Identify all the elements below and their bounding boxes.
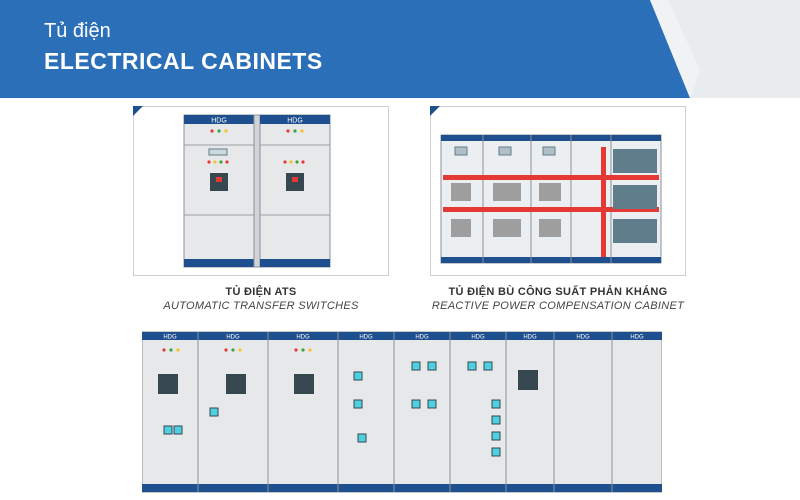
frame-corner-mark [430, 106, 440, 116]
distribution-cabinets-drawing: HDG HDG HDG HDG HDG HDG HDG HDG HDG [141, 331, 663, 493]
banner-shape [0, 0, 800, 98]
brand-label: HDG [359, 335, 373, 341]
brand-label: HDG [287, 118, 303, 125]
compensation-title-en: REACTIVE POWER COMPENSATION CABINET [431, 300, 685, 312]
compensation-title-vn: TỦ ĐIỆN BÙ CÔNG SUẤT PHẢN KHÁNG [448, 286, 668, 298]
distribution-cabinets-image: HDG HDG HDG HDG HDG HDG HDG HDG HDG [141, 324, 663, 494]
brand-label: HDG [576, 335, 590, 341]
compensation-cabinet-drawing [440, 134, 662, 264]
brand-label: HDG [630, 335, 644, 341]
brand-label: HDG [296, 335, 310, 341]
brand-label: HDG [211, 118, 227, 125]
brand-label: HDG [163, 335, 177, 341]
page-title-en: ELECTRICAL CABINETS [44, 48, 323, 74]
compensation-caption: TỦ ĐIỆN BÙ CÔNG SUẤT PHẢN KHÁNG REACTIVE… [420, 286, 696, 312]
frame-corner-mark [133, 106, 143, 116]
ats-title-vn: TỦ ĐIỆN ATS [225, 286, 297, 298]
ats-cabinet-drawing: HDG HDG [183, 114, 331, 268]
brand-label: HDG [226, 335, 240, 341]
ats-caption: TỦ ĐIỆN ATS AUTOMATIC TRANSFER SWITCHES [133, 286, 389, 312]
ats-cabinet-image: HDG HDG [133, 106, 389, 276]
ats-title-en: AUTOMATIC TRANSFER SWITCHES [163, 300, 359, 312]
brand-label: HDG [471, 335, 485, 341]
brand-label: HDG [523, 335, 537, 341]
brand-label: HDG [415, 335, 429, 341]
page-title-vn: Tủ điện [44, 20, 111, 42]
compensation-cabinet-image [430, 106, 686, 276]
header-banner: Tủ điện ELECTRICAL CABINETS [0, 0, 800, 98]
